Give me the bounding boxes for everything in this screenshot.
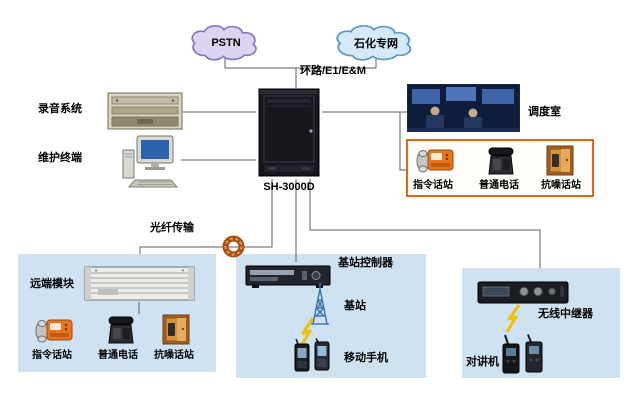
antenna-tower-icon (300, 282, 340, 326)
mobile-phones-icon (290, 338, 334, 374)
fiber-coil-icon (222, 235, 245, 258)
recording-rack-icon (107, 91, 183, 131)
dispatch-room-image (407, 84, 520, 132)
pstn-cloud-icon (191, 25, 257, 61)
two-way-radio-label: 对讲机 (466, 356, 499, 368)
remote-command-station-label: 指令话站 (32, 350, 72, 361)
maintenance-terminal-label: 维护终端 (38, 152, 82, 164)
fiber-transmission-label: 光纤传输 (150, 222, 194, 234)
telephone-label: 普通电话 (479, 180, 519, 191)
telephone-icon (486, 145, 516, 177)
server-label: SH-3000D (263, 181, 315, 193)
telephone-icon (106, 314, 136, 346)
maintenance-terminal-icon (121, 134, 181, 188)
pstn-cloud: PSTN (185, 23, 267, 63)
noise-station-icon (544, 144, 576, 177)
remote-telephone-label: 普通电话 (98, 350, 138, 361)
command-station-label: 指令话站 (413, 180, 453, 191)
pstn-cloud-label: PSTN (211, 37, 241, 49)
server-cabinet-icon (256, 87, 322, 179)
base-controller-icon (244, 262, 332, 290)
lightning-icon (299, 317, 315, 347)
noise-station-icon (160, 313, 192, 346)
remote-module-label: 远端模块 (30, 278, 74, 290)
mobile-phone-label: 移动手机 (344, 352, 388, 364)
base-station-label: 基站 (344, 300, 366, 312)
wireless-repeater-label: 无线中继器 (538, 308, 593, 320)
trunk-link-label: 环路/E1/E&M (300, 65, 367, 77)
petro-network-cloud: 石化专网 (329, 23, 423, 63)
remote-noise-station-label: 抗噪话站 (154, 350, 194, 361)
dispatch-room-label: 调度室 (528, 106, 561, 118)
command-station-icon (34, 316, 74, 344)
noise-station-label: 抗噪话站 (541, 180, 581, 191)
petro-cloud-label: 石化专网 (354, 38, 398, 50)
recording-system-label: 录音系统 (38, 103, 82, 115)
remote-rack-icon (84, 265, 195, 302)
petro-cloud-icon (336, 25, 412, 61)
lightning-icon (505, 304, 521, 333)
walkie-talkie-icon (496, 334, 550, 376)
base-controller-label: 基站控制器 (338, 257, 393, 269)
command-station-icon (415, 146, 455, 174)
repeater-icon (476, 277, 570, 307)
